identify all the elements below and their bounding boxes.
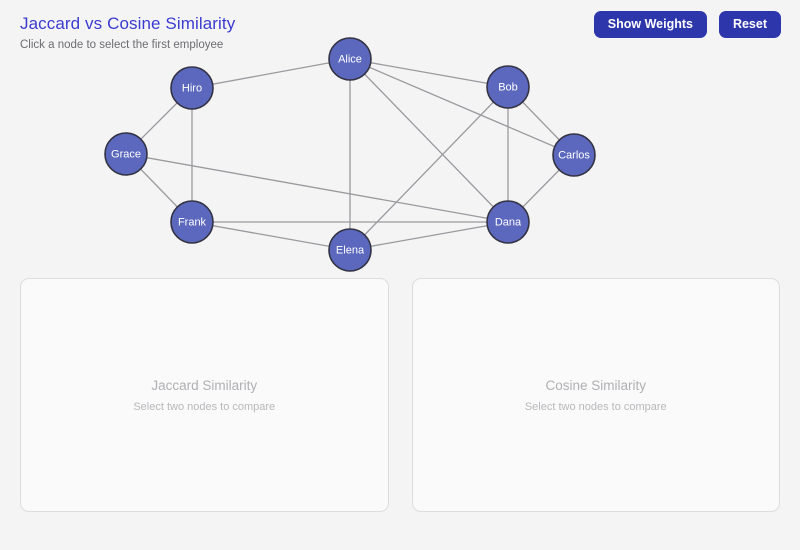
node-circle[interactable] bbox=[486, 200, 530, 244]
page-title: Jaccard vs Cosine Similarity bbox=[20, 14, 236, 33]
graph-node-dana[interactable]: Dana bbox=[486, 200, 530, 244]
toolbar: Show Weights Reset bbox=[593, 11, 781, 38]
node-circle[interactable] bbox=[328, 37, 372, 81]
graph-node-alice[interactable]: Alice bbox=[328, 37, 372, 81]
page-subtitle: Click a node to select the first employe… bbox=[20, 39, 224, 51]
graph-edge bbox=[125, 153, 509, 223]
cosine-panel-hint: Select two nodes to compare bbox=[524, 400, 667, 413]
show-weights-button[interactable]: Show Weights bbox=[593, 11, 707, 38]
graph-edge bbox=[191, 221, 351, 251]
graph-edge bbox=[349, 58, 509, 223]
results-panels: Jaccard Similarity Select two nodes to c… bbox=[20, 278, 780, 512]
graph-edge bbox=[349, 221, 509, 251]
graph-node-grace[interactable]: Grace bbox=[104, 132, 148, 176]
graph-edge bbox=[349, 58, 575, 156]
cosine-result-panel[interactable]: Cosine Similarity Select two nodes to co… bbox=[411, 278, 780, 512]
jaccard-panel-hint: Select two nodes to compare bbox=[133, 400, 276, 413]
node-circle[interactable] bbox=[328, 228, 372, 272]
graph-node-carlos[interactable]: Carlos bbox=[552, 133, 596, 177]
jaccard-result-panel[interactable]: Jaccard Similarity Select two nodes to c… bbox=[20, 278, 389, 512]
node-circle[interactable] bbox=[170, 66, 214, 110]
node-circle[interactable] bbox=[552, 133, 596, 177]
node-circle[interactable] bbox=[104, 132, 148, 176]
node-circle[interactable] bbox=[170, 200, 214, 244]
node-circle[interactable] bbox=[486, 65, 530, 109]
graph-edge bbox=[191, 58, 351, 89]
graph-node-elena[interactable]: Elena bbox=[328, 228, 372, 272]
graph-node-frank[interactable]: Frank bbox=[170, 200, 214, 244]
graph-edge bbox=[349, 86, 509, 251]
jaccard-panel-title: Jaccard Similarity bbox=[151, 377, 258, 393]
graph-node-bob[interactable]: Bob bbox=[486, 65, 530, 109]
graph-edge bbox=[349, 58, 509, 88]
graph-node-hiro[interactable]: Hiro bbox=[170, 66, 214, 110]
reset-button[interactable]: Reset bbox=[718, 11, 781, 38]
cosine-panel-title: Cosine Similarity bbox=[545, 377, 647, 393]
